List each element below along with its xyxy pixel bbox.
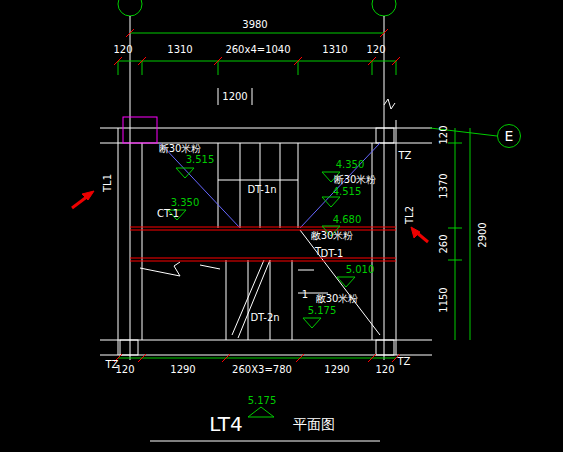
plan-label: 1310: [167, 45, 192, 55]
plan-label: 平面图: [293, 417, 335, 431]
plan-label: DT-1: [321, 249, 344, 259]
plan-label: DT-1n: [247, 185, 276, 195]
plan-label: 3980: [242, 20, 267, 30]
axis-label: E: [505, 128, 514, 144]
plan-label: 4.350: [336, 160, 365, 170]
plan-label: 敝30米粉: [311, 231, 354, 241]
plan-label: 5.175: [248, 396, 277, 406]
plan-label: 5.175: [308, 306, 337, 316]
plan-label: 120: [115, 365, 134, 375]
plan-label: 1200: [222, 92, 247, 102]
plan-label: 1310: [322, 45, 347, 55]
plan-label: T: [315, 247, 321, 257]
plan-label: 260X3=780: [232, 365, 292, 375]
plan-label: 2900: [478, 222, 488, 247]
plan-label: 260: [439, 234, 449, 253]
plan-label: 3.350: [171, 198, 200, 208]
plan-label: CT-1: [157, 209, 179, 219]
plan-label: 4.515: [333, 187, 362, 197]
plan-label: TZ: [398, 357, 411, 367]
plan-label: 120: [113, 45, 132, 55]
plan-label: 120: [375, 365, 394, 375]
plan-label: 1290: [324, 365, 349, 375]
plan-label: 1370: [439, 173, 449, 198]
plan-label: 1290: [170, 365, 195, 375]
axis-bubble: E: [497, 124, 521, 148]
plan-label: 断30米粉: [159, 144, 202, 154]
plan-label: TL1: [103, 174, 113, 192]
plan-label: 120: [439, 125, 449, 144]
plan-label: 敝30米粉: [316, 294, 359, 304]
plan-label: 1: [302, 290, 308, 300]
plan-label: TZ: [399, 151, 412, 161]
plan-label: 1150: [439, 287, 449, 312]
plan-label: 4.680: [333, 215, 362, 225]
plan-label: TL2: [405, 206, 415, 224]
plan-label: 断30米粉: [334, 175, 377, 185]
plan-label: 3.515: [186, 155, 215, 165]
drawing-title: LT4: [209, 414, 242, 434]
plan-label: 120: [366, 45, 385, 55]
plan-label: 5.010: [346, 265, 375, 275]
plan-label: DT-2n: [250, 313, 279, 323]
plan-label: 260x4=1040: [225, 45, 290, 55]
